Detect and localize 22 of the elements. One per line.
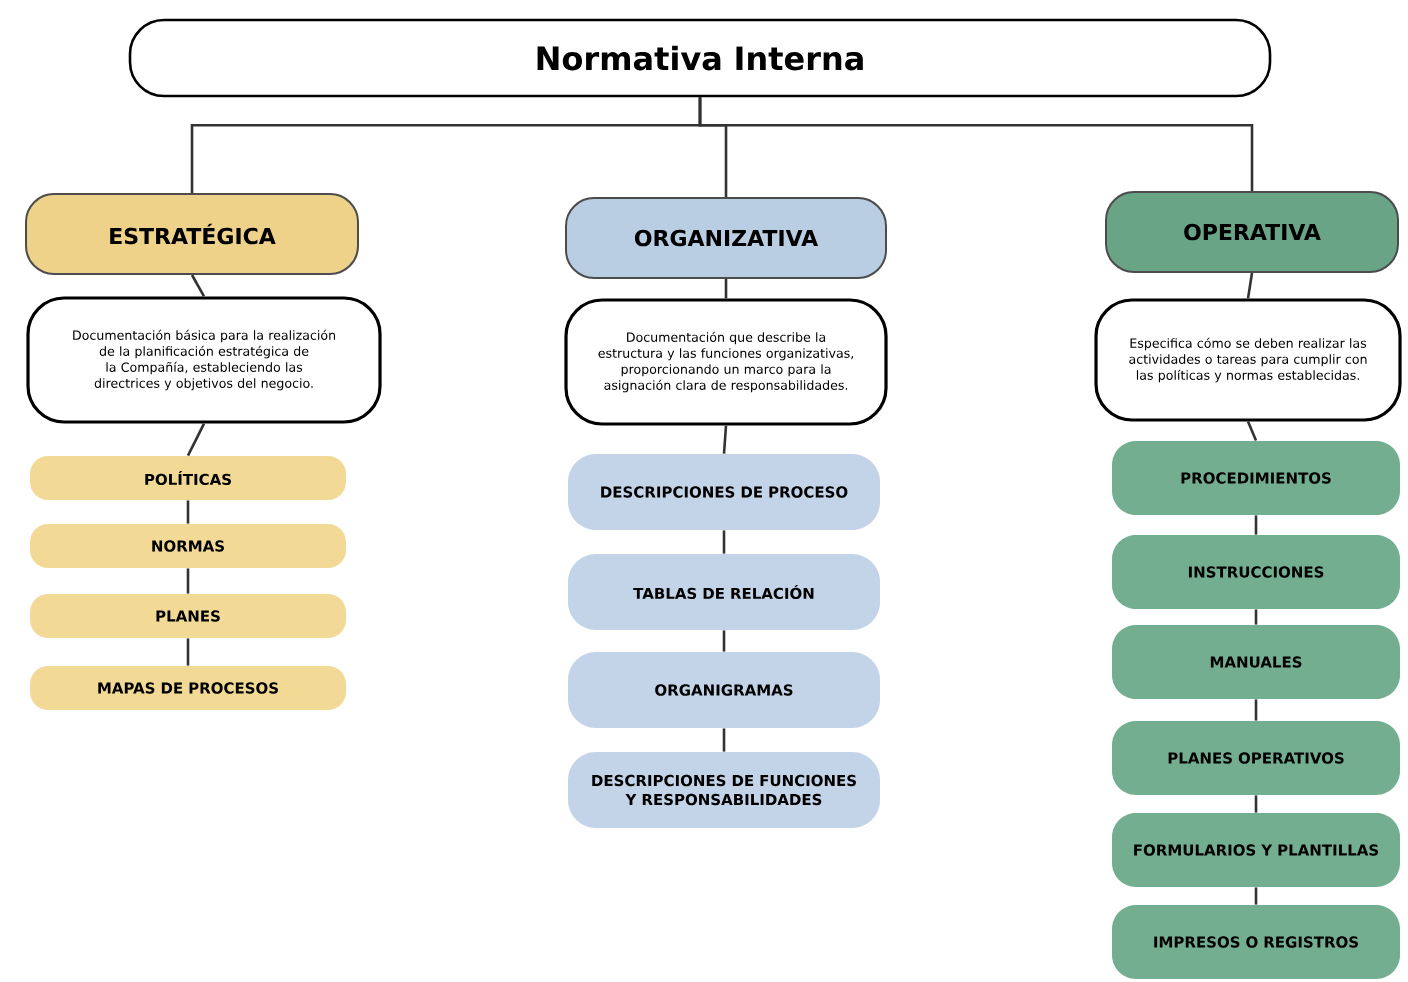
connector-line: [1246, 272, 1254, 299]
connector-line: [698, 97, 1254, 191]
category-header: ESTRATÉGICA: [25, 193, 359, 275]
connector-line: [722, 728, 726, 752]
connector-line: [186, 568, 190, 594]
connector-line: [1254, 699, 1258, 721]
category-header: Normativa Interna: [128, 18, 1272, 98]
category-header: ORGANIZATIVA: [565, 197, 887, 279]
connector-line: [186, 500, 190, 524]
connector-line: [722, 530, 726, 554]
connector-line: [190, 274, 206, 298]
connector-line: [1254, 609, 1258, 625]
connector-line: [724, 279, 728, 299]
connector-line: [186, 423, 206, 457]
connector-line: [1254, 795, 1258, 813]
connector-line: [1254, 887, 1258, 905]
connector-line: [1246, 421, 1258, 442]
connector-line: [1254, 515, 1258, 535]
connector-line: [722, 630, 726, 652]
connector-line: [186, 638, 190, 666]
category-header: OPERATIVA: [1105, 191, 1399, 273]
connector-line: [722, 425, 728, 454]
